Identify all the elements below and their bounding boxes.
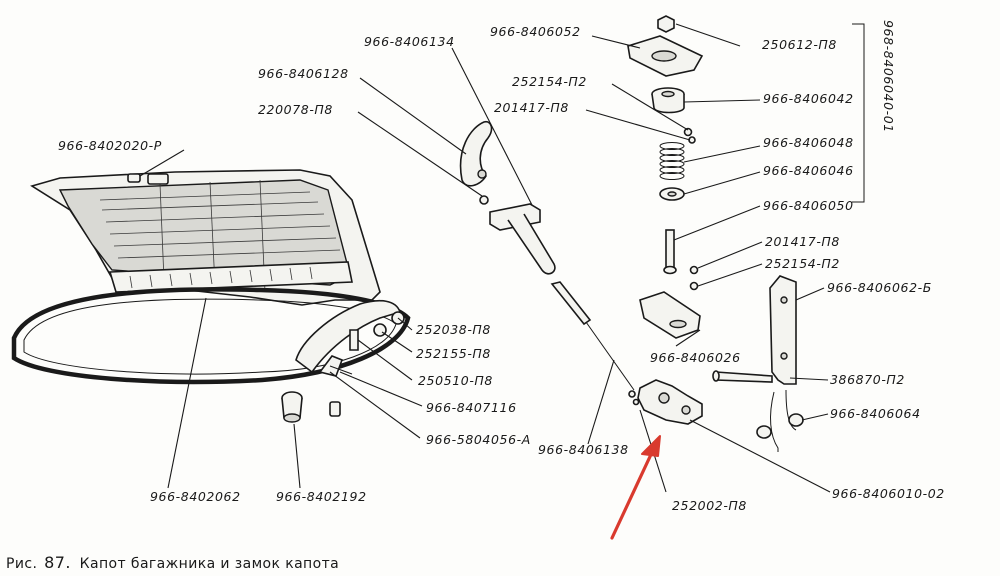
handle-bracket-part: [489, 203, 556, 275]
caption-prefix: Рис.: [6, 556, 38, 572]
label-966-8406010-02: 966-8406010-02: [832, 486, 945, 501]
part-labels: 966-8406134 966-8406052 250612-П8 966-84…: [58, 20, 945, 513]
label-252038-p8: 252038-П8: [416, 322, 491, 337]
label-966-8406052: 966-8406052: [490, 24, 581, 39]
label-201417-p8-lower: 201417-П8: [765, 234, 840, 249]
label-966-8406046: 966-8406046: [763, 163, 854, 178]
label-250612-p8: 250612-П8: [762, 37, 837, 52]
label-966-8406042: 966-8406042: [763, 91, 854, 106]
label-201417-p8-upper: 201417-П8: [494, 100, 569, 115]
label-966-8406050: 966-8406050: [763, 198, 854, 213]
label-966-8406128: 966-8406128: [258, 66, 349, 81]
group-bracket: [852, 23, 865, 203]
label-386870-p2: 386870-П2: [830, 372, 905, 387]
label-966-8406062-b: 966-8406062-Б: [827, 280, 932, 295]
label-966-8406064: 966-8406064: [830, 406, 921, 421]
caption-text: Капот багажника и замок капота: [79, 556, 340, 572]
label-968-8406040-01: 968-8406040-01: [881, 20, 896, 133]
label-252155-p8: 252155-П8: [416, 346, 491, 361]
label-966-8406138: 966-8406138: [538, 442, 629, 457]
label-250510-p8: 250510-П8: [418, 373, 493, 388]
leader-lines: [139, 23, 831, 493]
label-966-8407116: 966-8407116: [426, 400, 517, 415]
label-966-8406048: 966-8406048: [763, 135, 854, 150]
red-arrow-annotation: [610, 435, 661, 540]
label-220078-p8: 220078-П8: [258, 102, 333, 117]
lock-bracket-part: [712, 275, 804, 452]
rubber-buffer-part: [281, 391, 303, 423]
label-252154-p2-lower: 252154-П2: [765, 256, 840, 271]
trunk-lid-assembly: [11, 169, 411, 385]
release-handle-part: [459, 120, 493, 205]
label-966-8402020-r: 966-8402020-Р: [58, 138, 162, 153]
label-966-5804056-a: 966-5804056-А: [426, 432, 531, 447]
label-966-8402062: 966-8402062: [150, 489, 241, 504]
label-252154-p2-upper: 252154-П2: [512, 74, 587, 89]
label-252002-p8: 252002-П8: [672, 498, 747, 513]
figure-caption: Рис. 87. Капот багажника и замок капота: [6, 553, 339, 572]
lock-stack-parts: [627, 15, 704, 425]
release-rod-part: [550, 281, 640, 406]
caption-number: 87.: [44, 553, 71, 572]
label-966-8406026: 966-8406026: [650, 350, 741, 365]
label-966-8402192: 966-8402192: [276, 489, 367, 504]
label-966-8406134: 966-8406134: [364, 34, 455, 49]
